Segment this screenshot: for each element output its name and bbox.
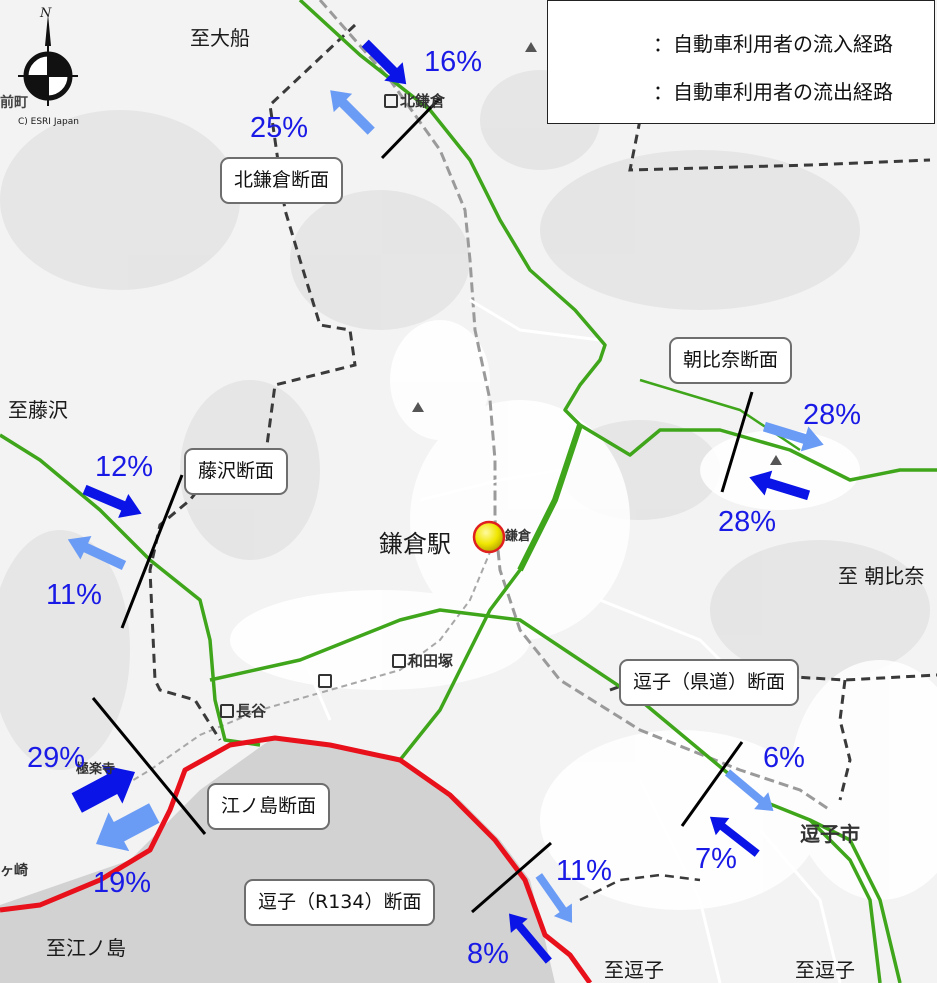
legend-inflow-label: ：自動車利用者の流入経路	[653, 32, 893, 56]
urban-fabric	[230, 320, 937, 910]
kitakamakura-section-label: 北鎌倉断面	[220, 157, 344, 204]
enoshima-outflow-arrow	[95, 803, 160, 852]
kitakamakura-station-text: 北鎌倉	[400, 92, 446, 110]
legend-outflow-label: ：自動車利用者の流出経路	[653, 80, 893, 104]
kitakamakura-inflow-pct: 16%	[424, 46, 483, 78]
left-edge-town-label: 前町	[0, 95, 28, 111]
destination-fujisawa: 至藤沢	[8, 398, 68, 422]
enoshima-inflow-arrow	[71, 764, 136, 813]
legend-box: ：自動車利用者の流入経路 ：自動車利用者の流出経路	[547, 0, 935, 124]
fujisawa-inflow-pct: 12%	[95, 451, 154, 483]
national-route-134	[0, 735, 593, 983]
station-icon-standalone	[318, 672, 334, 690]
station-icon	[384, 94, 398, 108]
asahina-inflow-arrow	[749, 470, 811, 501]
destination-zushi-left: 至逗子	[604, 958, 664, 982]
zushi-r134-outflow-arrow	[535, 873, 573, 923]
city-boundary	[148, 23, 357, 741]
enoshima-inflow-pct: 29%	[27, 742, 86, 774]
flow-arrows	[67, 39, 824, 964]
zushi-pref-section-label: 逗子（県道）断面	[619, 659, 800, 706]
destination-zushi-right: 至逗子	[795, 958, 855, 982]
hase-station-text: 長谷	[236, 702, 267, 720]
station-icon	[392, 654, 406, 668]
fujisawa-inflow-arrow	[82, 484, 142, 518]
city-boundary-sw	[579, 873, 701, 902]
north-arrow-icon	[18, 14, 78, 106]
inamuragasaki-label: ヶ崎	[0, 863, 28, 879]
hase-station-label: 長谷	[220, 700, 266, 721]
zushi-r134-inflow-arrow	[509, 913, 552, 964]
kamakura-station-map-text: 鎌倉	[505, 529, 532, 544]
zushi-r134-inflow-pct: 8%	[467, 938, 509, 970]
gokurakuji-station-label: 極楽寺	[76, 762, 116, 777]
station-icon	[220, 704, 234, 718]
zushi-pref-inflow-pct: 7%	[695, 843, 737, 875]
kitakamakura-outflow-arrow	[330, 90, 375, 135]
station-icon	[318, 674, 332, 688]
asahina-section-label: 朝比奈断面	[669, 337, 793, 384]
kamakura-station-marker	[472, 520, 506, 554]
section-lines	[91, 96, 754, 914]
asahina-outflow-pct: 28%	[803, 399, 862, 431]
enoshima-outflow-pct: 19%	[93, 867, 152, 899]
wadazuka-station-text: 和田塚	[408, 652, 454, 670]
enoshima-section-label: 江ノ島断面	[207, 783, 331, 830]
kitakamakura-station-label: 北鎌倉	[384, 90, 445, 111]
prefectural-road-main-bold	[517, 424, 583, 572]
asahina-inflow-pct: 28%	[718, 506, 777, 538]
fujisawa-section-label: 藤沢断面	[184, 448, 289, 495]
attribution-text: C) ESRI Japan	[18, 117, 79, 127]
local-roads	[298, 298, 842, 983]
city-boundary-east	[628, 119, 931, 172]
zushi-pref-inflow-arrow	[709, 816, 760, 857]
zushi-r134-section-label: 逗子（R134）断面	[244, 879, 436, 926]
kamakura-station-label: 鎌倉駅	[379, 530, 451, 558]
asahina-outflow-arrow	[762, 421, 824, 452]
fujisawa-outflow-arrow	[67, 535, 127, 571]
destination-enoshima: 至江ノ島	[46, 936, 126, 960]
city-boundary-south	[838, 679, 852, 801]
destination-ofuna: 至大船	[190, 26, 250, 50]
peak-markers	[412, 42, 782, 465]
fujisawa-outflow-pct: 11%	[46, 579, 102, 611]
kitakamakura-inflow-arrow	[361, 39, 407, 85]
north-label: N	[40, 6, 52, 21]
zushi-pref-outflow-arrow	[724, 769, 774, 811]
zushi-city-label: 逗子市	[800, 822, 860, 846]
wadazuka-station-label: 和田塚	[392, 650, 453, 671]
zushi-r134-outflow-pct: 11%	[556, 855, 612, 887]
kitakamakura-outflow-pct: 25%	[250, 112, 309, 144]
destination-asahina: 至 朝比奈	[838, 564, 925, 588]
zushi-pref-outflow-pct: 6%	[763, 742, 805, 774]
